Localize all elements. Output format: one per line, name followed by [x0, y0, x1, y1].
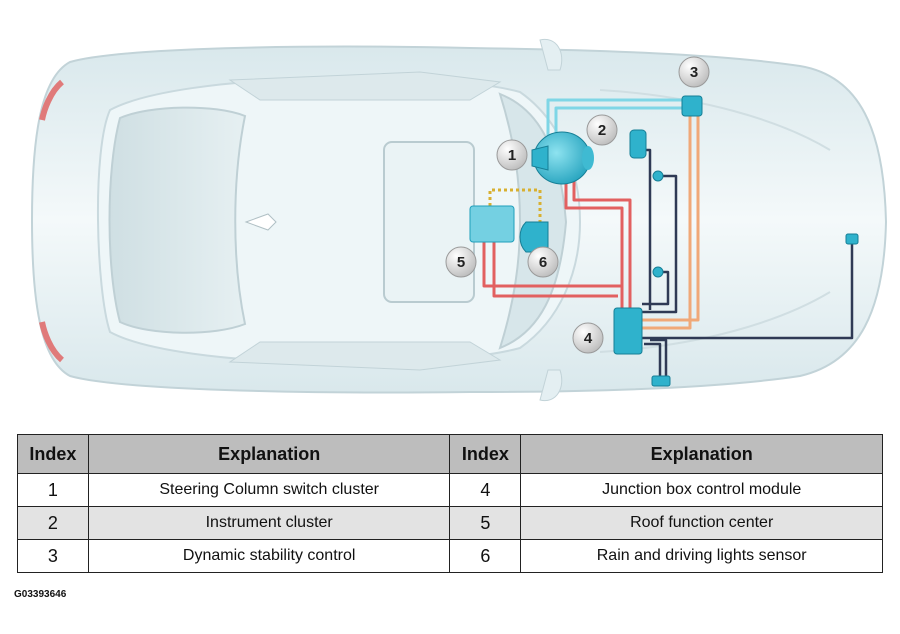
table-row: 2 Instrument cluster 5 Roof function cen…: [17, 506, 883, 540]
callout-1: 1: [496, 139, 528, 171]
header-index-left: Index: [17, 434, 89, 474]
header-index-right: Index: [449, 434, 522, 474]
figure-code: G03393646: [14, 589, 67, 600]
wiring-harness: [482, 98, 854, 378]
row-explanation-left: Steering Column switch cluster: [87, 473, 451, 507]
callout-label: 6: [539, 254, 547, 271]
header-explanation-left: Explanation: [87, 434, 451, 474]
callout-label: 2: [598, 122, 606, 139]
row-explanation-right: Rain and driving lights sensor: [520, 539, 883, 573]
sensor-connector-top: [652, 170, 664, 182]
row-index-right: 4: [449, 473, 522, 507]
table-row: 3 Dynamic stability control 6 Rain and d…: [17, 539, 883, 573]
index-table: Index Explanation Index Explanation 1 St…: [17, 434, 883, 573]
front-sensor-component: [845, 233, 859, 245]
row-explanation-left: Instrument cluster: [87, 506, 451, 540]
row-explanation-right: Junction box control module: [520, 473, 883, 507]
callout-label: 4: [584, 330, 593, 347]
callout-4: 4: [572, 322, 604, 354]
row-index-right: 5: [449, 506, 522, 540]
callout-label: 1: [508, 147, 516, 164]
callout-label: 5: [457, 254, 465, 271]
sensor-connector-mid: [652, 266, 664, 278]
row-index-left: 3: [17, 539, 89, 573]
lower-connector-component: [651, 375, 671, 387]
steering-column-switch-component: [531, 145, 549, 171]
callout-2: 2: [586, 114, 618, 146]
car-body: [30, 38, 888, 402]
callout-label: 3: [690, 64, 698, 81]
callout-5: 5: [445, 246, 477, 278]
row-explanation-left: Dynamic stability control: [87, 539, 451, 573]
vehicle-network-diagram: 1 2 3 4 5 6: [30, 38, 888, 402]
row-index-left: 1: [17, 473, 89, 507]
junction-box-component: [613, 307, 643, 355]
row-index-right: 6: [449, 539, 522, 573]
callout-6: 6: [527, 246, 559, 278]
roof-function-center-component: [469, 205, 515, 243]
components: [469, 95, 859, 387]
brake-light-switch-component: [629, 129, 647, 159]
header-explanation-right: Explanation: [520, 434, 883, 474]
dsc-component: [681, 95, 703, 117]
row-explanation-right: Roof function center: [520, 506, 883, 540]
table-row: 1 Steering Column switch cluster 4 Junct…: [17, 473, 883, 507]
table-header-row: Index Explanation Index Explanation: [17, 434, 883, 474]
row-index-left: 2: [17, 506, 89, 540]
callout-3: 3: [678, 56, 710, 88]
